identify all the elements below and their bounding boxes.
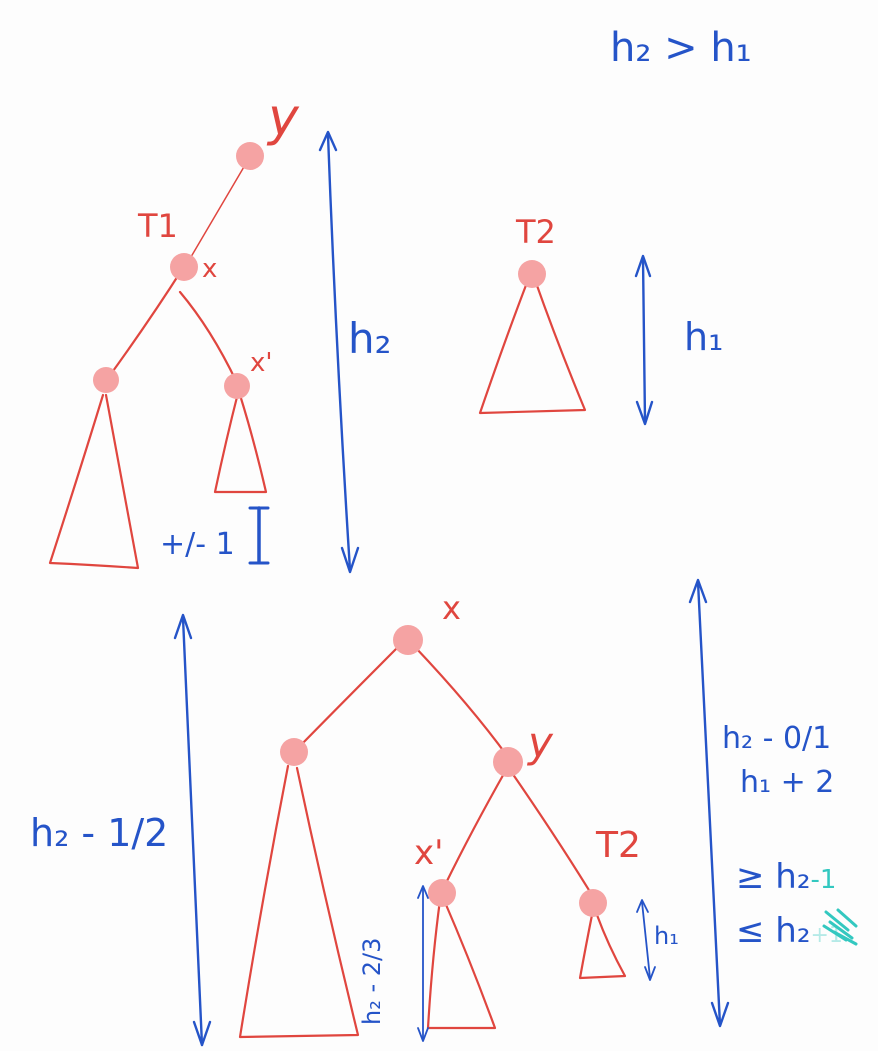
arrowhead-small-down	[417, 1027, 429, 1042]
label-x-top: x	[202, 254, 218, 284]
label-h1-top: h₁	[684, 315, 724, 359]
label-t2-top: T2	[516, 213, 556, 251]
label-h2-minus-0-1: h₂ - 0/1	[722, 721, 832, 756]
arrowhead-right-down	[710, 1001, 730, 1028]
node-xprime-top	[224, 373, 250, 399]
annotations-top	[248, 130, 654, 574]
arrowhead-h2-top-down	[340, 546, 360, 574]
subtree-bottom-left	[238, 764, 360, 1039]
label-h1-small: h₁	[654, 922, 679, 950]
tree-bottom	[238, 625, 627, 1039]
label-ge-minus-1: -1	[810, 865, 837, 895]
label-le-h2: ≤ h₂+1	[736, 914, 843, 948]
node-left-top	[93, 367, 119, 393]
arrowhead-small-up	[417, 885, 429, 899]
node-x-top	[170, 253, 198, 281]
label-ge-h2: ≥ h₂-1	[736, 860, 836, 894]
edge-y-t2	[508, 768, 594, 897]
arrowhead-left-up	[173, 613, 193, 640]
label-xprime-top: x'	[250, 348, 273, 378]
node-xprime-bottom	[428, 879, 456, 907]
annotations-bottom	[173, 578, 858, 1047]
label-t2-bottom: T2	[596, 825, 641, 866]
node-y-bottom	[493, 747, 523, 777]
arrowhead-right-up	[688, 578, 708, 604]
label-x-bottom: x	[442, 589, 461, 627]
edge-y-x	[187, 159, 249, 263]
label-h2-minus-half: h₂ - 1/2	[30, 811, 169, 855]
tree-t2-top	[478, 260, 587, 415]
arrow-h2-minus-half	[181, 616, 204, 1047]
node-y-top	[236, 142, 264, 170]
label-h1-plus-2: h₁ + 2	[740, 765, 835, 800]
subtree-xprime	[213, 391, 268, 494]
label-h2-top: h₂	[348, 314, 392, 363]
node-x-bottom	[393, 625, 423, 655]
subtree-left-big	[48, 393, 140, 570]
teal-scribble	[822, 908, 858, 946]
arrowhead-left-down	[192, 1020, 212, 1047]
arrowhead-h1-top-up	[634, 254, 652, 278]
arrowhead-h2-top-up	[318, 130, 338, 152]
label-y-bottom: y	[528, 718, 553, 767]
label-y-top: y	[268, 88, 299, 148]
node-t2-bottom	[579, 889, 607, 917]
subtree-bottom-xprime	[426, 898, 497, 1030]
arrow-h1-top	[641, 256, 647, 424]
label-ge-h2-main: ≥ h₂	[736, 857, 811, 897]
label-h2-gt-h1: h₂ > h₁	[610, 25, 752, 71]
label-xprime-bottom: x'	[414, 833, 444, 873]
arrowhead-h1-top-down	[635, 400, 654, 426]
label-t1: T1	[138, 207, 178, 245]
edge-xb-y	[413, 645, 510, 759]
edge-y-xprime	[443, 768, 508, 887]
arrowhead-h1-small-down	[644, 966, 656, 981]
node-left-bottom	[280, 738, 308, 766]
label-h2-minus-2-3: h₂ - 2/3	[358, 937, 386, 1025]
arrowhead-h1-small-up	[636, 899, 649, 913]
label-le-plus-1: +1	[810, 923, 843, 948]
label-plus-minus-1: +/- 1	[160, 527, 235, 562]
arrow-h2-top	[326, 133, 352, 572]
arrow-right-long	[696, 580, 722, 1027]
edge-x-left	[106, 266, 185, 380]
label-le-h2-main: ≤ h₂	[736, 911, 811, 951]
edge-x-xprime	[178, 290, 240, 387]
edge-xb-left	[296, 643, 402, 750]
subtree-t2-top	[478, 278, 587, 415]
arrow-h1-small	[641, 901, 651, 979]
node-t2-top	[518, 260, 546, 288]
tree-t1	[48, 142, 268, 570]
subtree-bottom-t2	[578, 913, 627, 980]
